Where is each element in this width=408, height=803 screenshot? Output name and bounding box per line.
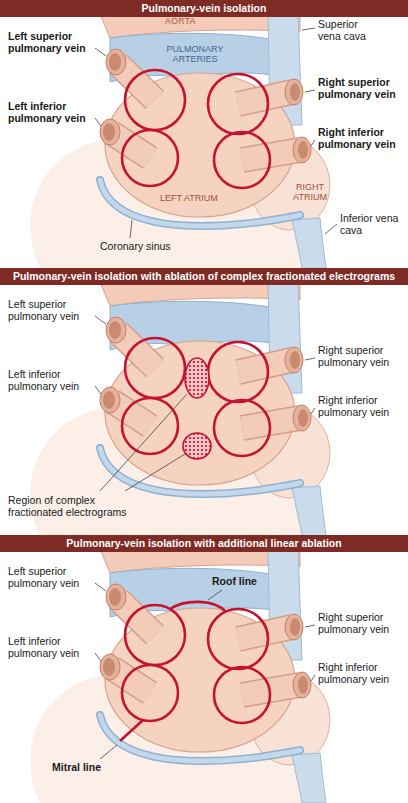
leader-line — [302, 28, 315, 30]
vein-label: Right inferior pulmonary vein — [318, 394, 404, 418]
leader-line — [100, 745, 117, 759]
region-label: Region of complex fractionated electrogr… — [8, 494, 143, 518]
structure-label: Coronary sinus — [100, 240, 171, 252]
leader-line — [208, 590, 222, 600]
vein-label: Left inferior pulmonary vein — [8, 100, 94, 124]
vein-label: Left superior pulmonary vein — [8, 565, 94, 589]
vein-label: Right superior pulmonary vein — [318, 344, 404, 368]
roof-line — [170, 602, 226, 612]
mitral-line — [120, 720, 143, 741]
vein-label: Left superior pulmonary vein — [8, 30, 94, 54]
structure-label: RIGHT ATRIUM — [288, 182, 332, 203]
vein-label: Right inferior pulmonary vein — [318, 126, 404, 150]
vein-label: Left inferior pulmonary vein — [8, 635, 94, 659]
panel-header: Pulmonary-vein isolation with additional… — [0, 535, 408, 552]
line-label: Roof line — [212, 575, 257, 587]
structure-label: Inferior vena cava — [340, 212, 400, 236]
panel-title: Pulmonary-vein isolation with additional… — [66, 537, 341, 550]
fractionated-region — [185, 358, 209, 398]
structure-label: AORTA — [165, 17, 196, 27]
panel-header: Pulmonary-vein isolation with ablation o… — [0, 268, 408, 285]
vein-label: Left inferior pulmonary vein — [8, 368, 94, 392]
leader-line — [100, 394, 187, 491]
structure-label: Superior vena cava — [318, 18, 380, 42]
fractionated-region — [183, 433, 211, 459]
vein-label: Right inferior pulmonary vein — [318, 661, 404, 685]
panel-title: Pulmonary-vein isolation with ablation o… — [13, 270, 395, 283]
leader-line — [125, 454, 185, 491]
leader-line — [130, 220, 132, 238]
structure-label: PULMONARY ARTERIES — [150, 45, 240, 65]
vein-label: Right superior pulmonary vein — [318, 611, 404, 635]
vein-label: Right superior pulmonary vein — [318, 76, 404, 100]
leader-line — [325, 224, 337, 234]
vein-label: Left superior pulmonary vein — [8, 298, 94, 322]
structure-label: LEFT ATRIUM — [160, 193, 218, 203]
line-label: Mitral line — [52, 761, 101, 773]
panel-header: Pulmonary-vein isolation — [0, 0, 408, 17]
panel-title: Pulmonary-vein isolation — [142, 2, 267, 15]
